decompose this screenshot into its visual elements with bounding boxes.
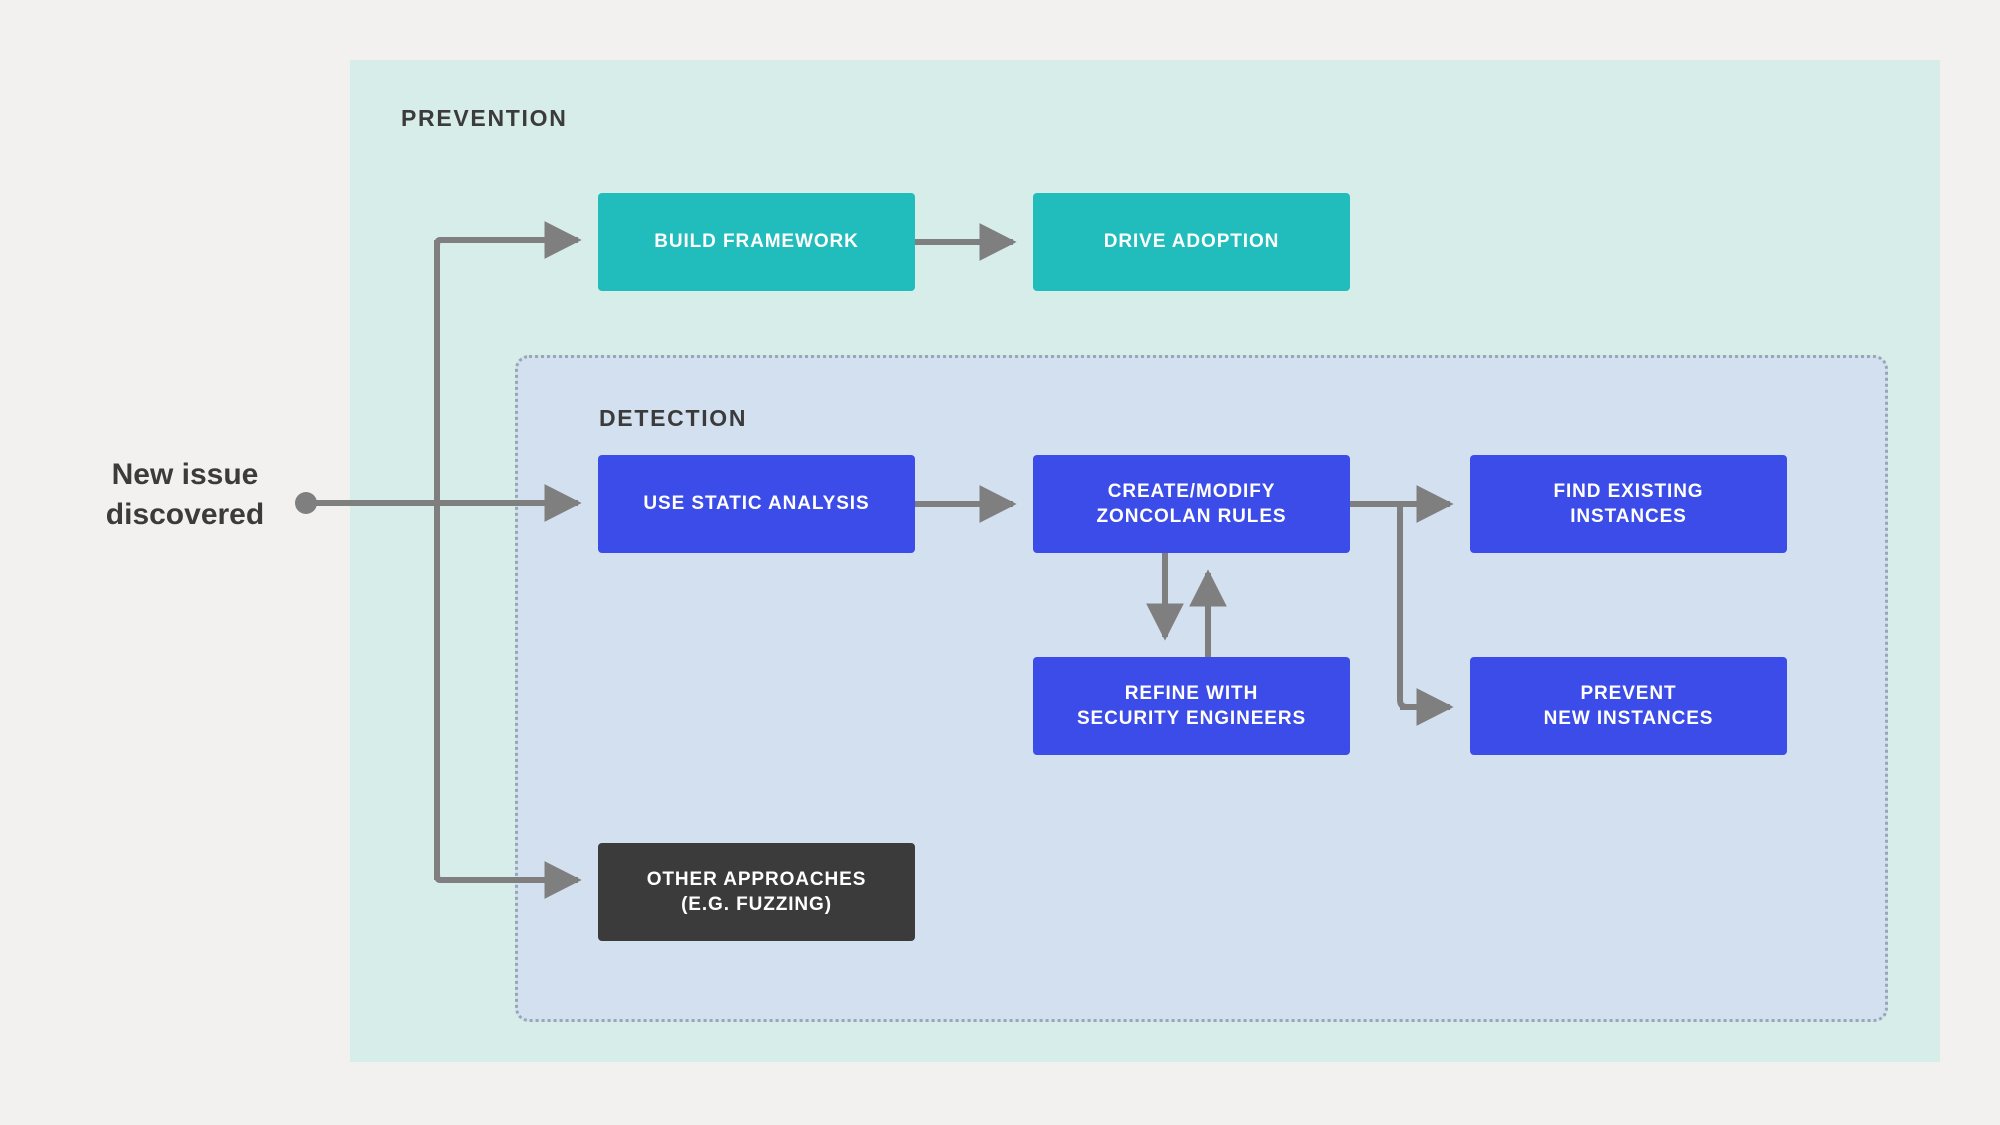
- node-find-existing-instances-label: FIND EXISTING INSTANCES: [1553, 480, 1704, 527]
- node-prevent-new-instances[interactable]: PREVENT NEW INSTANCES: [1470, 657, 1787, 755]
- panel-detection-title: DETECTION: [599, 405, 748, 431]
- node-prevent-new-instances-label: PREVENT NEW INSTANCES: [1543, 682, 1714, 729]
- node-refine-with-security-engineers-label: REFINE WITH SECURITY ENGINEERS: [1076, 682, 1307, 729]
- node-create-modify-zoncolan-rules-label: CREATE/MODIFY ZONCOLAN RULES: [1096, 480, 1287, 527]
- node-refine-with-security-engineers[interactable]: REFINE WITH SECURITY ENGINEERS: [1033, 657, 1350, 755]
- node-other-approaches-label: OTHER APPROACHES (E.G. FUZZING): [646, 868, 867, 915]
- node-use-static-analysis-label: USE STATIC ANALYSIS: [643, 493, 870, 515]
- node-drive-adoption-label: DRIVE ADOPTION: [1103, 231, 1280, 253]
- node-create-modify-zoncolan-rules[interactable]: CREATE/MODIFY ZONCOLAN RULES: [1033, 455, 1350, 553]
- node-find-existing-instances[interactable]: FIND EXISTING INSTANCES: [1470, 455, 1787, 553]
- node-build-framework[interactable]: BUILD FRAMEWORK: [598, 193, 915, 291]
- node-use-static-analysis[interactable]: USE STATIC ANALYSIS: [598, 455, 915, 553]
- entry-label: New issue discovered: [105, 458, 265, 531]
- panel-prevention-title: PREVENTION: [401, 105, 568, 131]
- node-other-approaches[interactable]: OTHER APPROACHES (E.G. FUZZING): [598, 843, 915, 941]
- node-drive-adoption[interactable]: DRIVE ADOPTION: [1033, 193, 1350, 291]
- node-build-framework-label: BUILD FRAMEWORK: [654, 231, 859, 253]
